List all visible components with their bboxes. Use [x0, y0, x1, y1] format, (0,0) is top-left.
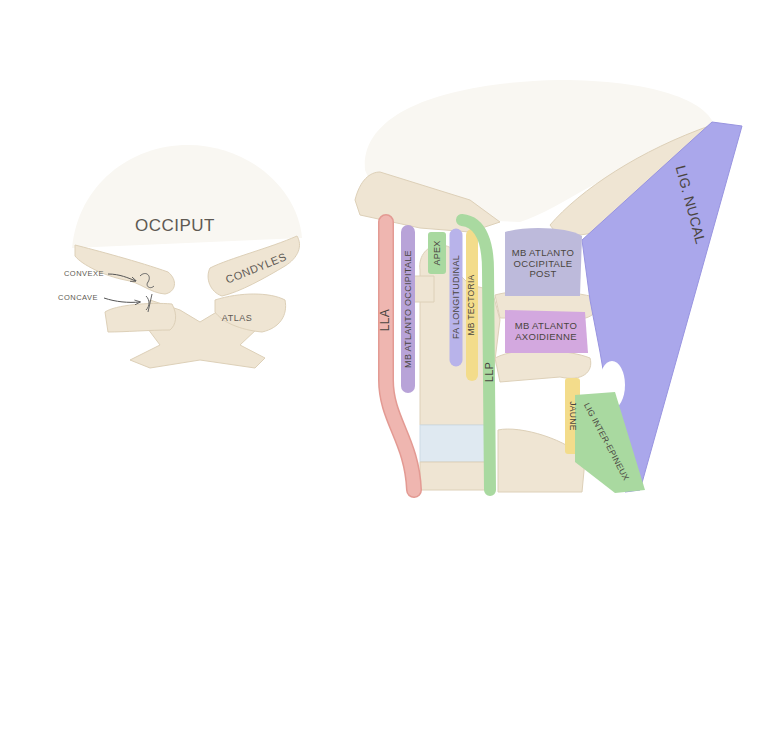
ligament-name: LLA	[379, 309, 392, 331]
c3-body	[420, 462, 492, 490]
membrane-block: MB ATLANTO AXOIDIENNE	[506, 321, 586, 342]
ligament-name: MB TECTORIA	[467, 274, 477, 335]
bone-name: OCCIPUT	[135, 216, 215, 236]
concave-mark	[146, 294, 152, 312]
tectorial-membrane-band	[466, 235, 478, 375]
longitudinal-fascicle-band	[450, 235, 463, 360]
ligament-band: APEX	[432, 240, 442, 265]
ligament-band: LLP	[483, 362, 495, 382]
ligament-name: MB ATLANTO OCCIPITALE POST	[507, 248, 579, 280]
ligament-name: LLP	[483, 362, 495, 382]
leader-arrow	[108, 274, 136, 281]
ligament-band: FA LONGITUDINAL	[451, 255, 461, 339]
ligament-name: JAUNE	[567, 401, 577, 430]
atlanto-occipital-membrane-band	[401, 232, 415, 386]
ligament-name: APEX	[432, 240, 442, 265]
ligament-name: FA LONGITUDINAL	[451, 255, 461, 339]
atlas-right-mass	[215, 294, 286, 332]
axis-spinous-process	[495, 350, 591, 382]
posterior-atlanto-occipital-block	[505, 228, 582, 296]
ligament-name: MB ATLANTO OCCIPITALE	[403, 250, 413, 368]
ligament-band: MB TECTORIA	[467, 274, 477, 335]
apex-band	[428, 232, 446, 274]
occiput-bone	[72, 145, 302, 248]
nuchal-ligament-band	[582, 122, 742, 492]
llp-band	[462, 220, 490, 490]
bone-name: ATLAS	[222, 313, 252, 323]
intervertebral-disc	[420, 425, 492, 462]
interspinous-ligament-band	[575, 392, 645, 493]
lla-band-outline	[386, 222, 414, 490]
ligament-name: MB ATLANTO AXOIDIENNE	[506, 321, 586, 342]
atlas-left-mass	[105, 303, 176, 332]
ligament-band: MB ATLANTO OCCIPITALE	[403, 250, 413, 368]
convex-mark	[140, 274, 154, 288]
right-condyle	[208, 236, 299, 296]
callout-label: CONVEXE	[64, 269, 104, 278]
leader-arrow	[104, 298, 140, 302]
atlas-anterior-arch	[414, 276, 434, 302]
ligament-band: JAUNE	[567, 401, 577, 430]
membrane-block: MB ATLANTO OCCIPITALE POST	[507, 248, 579, 280]
callout-label: CONCAVE	[58, 293, 98, 302]
lla-band	[386, 222, 414, 490]
atlanto-axial-block	[505, 310, 588, 353]
ligament-band: LLA	[379, 309, 392, 331]
